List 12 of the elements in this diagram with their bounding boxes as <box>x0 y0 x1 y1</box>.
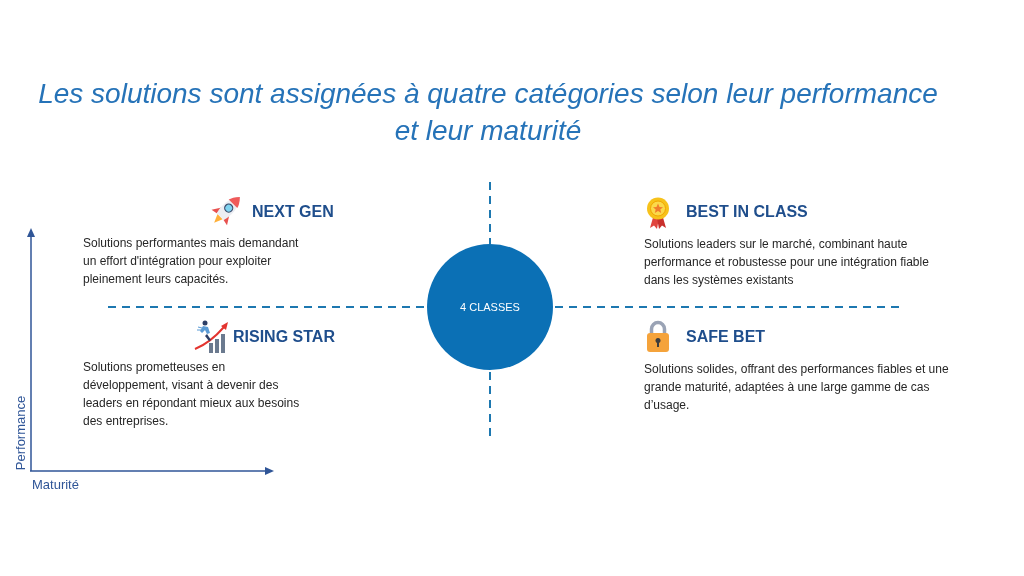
category-heading: NEXT GEN <box>252 202 334 222</box>
category-description: Solutions performantes mais demandant un effort d'intégration pour exploiter pleinement leurs capacités. <box>83 235 300 288</box>
category-heading: BEST IN CLASS <box>686 202 808 222</box>
category-heading: RISING STAR <box>233 327 335 347</box>
category-description: Solutions prometteuses en développement, visant à devenir des leaders en répondant mieux aux besoins des entreprises. <box>83 359 301 430</box>
axis-label: Performance <box>13 395 29 471</box>
title: Les solutions sont assignées à quatre catégories selon leur performance et leur maturité <box>37 77 939 148</box>
category-heading: SAFE BET <box>686 327 766 347</box>
category-description: Solutions leaders sur le marché, combinant haute performance et robustesse pour une intégration fiable dans les systèmes existants <box>644 236 930 289</box>
category-description: Solutions solides, offrant des performances fiables et une grande maturité, adaptées à une large gamme de cas d’usage. <box>644 361 950 414</box>
circle-label: 4 CLASSES <box>460 301 520 313</box>
axis-label: Maturité <box>32 477 79 493</box>
